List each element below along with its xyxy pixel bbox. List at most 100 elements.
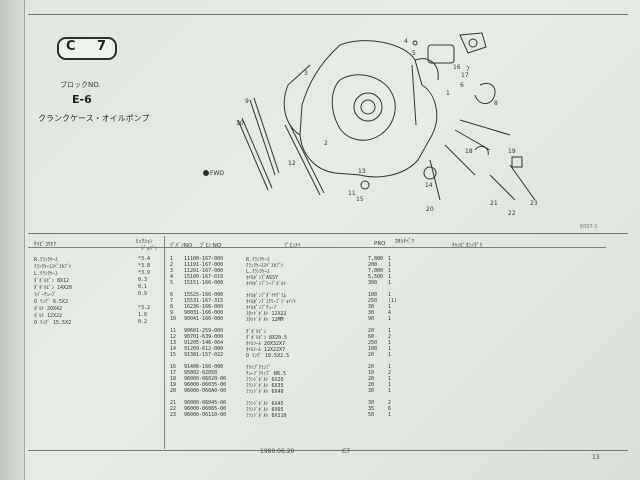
- left-row-name: ﾎﾞﾙﾄ 12X22: [34, 313, 63, 319]
- footer-code: C7: [342, 448, 351, 455]
- diagram-callout-4: 4: [404, 38, 408, 45]
- footer-date: 1980.06.20: [260, 448, 295, 455]
- section-badge-number: 7: [97, 39, 107, 54]
- parts-list-table: ﾂﾞﾊﾞﾝNO ﾌﾞﾋﾝ NO ﾌﾞﾋﾝﾒｲ PRO ｶﾀｼｷﾍﾞﾂ ﾁｬﾝﾋﾟ…: [166, 236, 606, 449]
- block-code: E-6: [72, 93, 92, 106]
- parts-row-number: 96000-060A0-00: [184, 388, 227, 394]
- top-rule: [28, 14, 628, 15]
- parts-row-qty: 1: [388, 274, 392, 280]
- parts-row-number: 91301-157-022: [184, 352, 224, 358]
- parts-row-desc: ｽﾀｯﾄﾞﾎﾞﾙﾄ 12MM: [246, 317, 284, 323]
- parts-row-desc: L.ｸﾗﾝｸｹｰｽ: [246, 269, 270, 275]
- parts-row-number: 90601-259-000: [184, 328, 224, 334]
- left-row-ref: *3.8: [138, 263, 151, 269]
- parts-row-desc: ﾌﾗﾝｼﾞﾎﾞﾙﾄ 6X20: [246, 377, 284, 383]
- parts-row-ref: 14: [170, 346, 177, 352]
- left-row-name: ﾀﾞﾎﾞﾙﾋﾟﾝ 8X12: [34, 278, 70, 284]
- parts-row-price: 7,000: [368, 268, 384, 274]
- left-row-ref: *3.4: [138, 256, 151, 262]
- parts-row-desc: O ﾘﾝｸﾞ 18.5X2.5: [246, 353, 290, 359]
- parts-row-qty: 1: [388, 340, 392, 346]
- bottom-rule: [28, 450, 628, 451]
- stud-bolt-3: [284, 124, 321, 196]
- parts-row-desc: ﾀﾞﾎﾞﾙﾋﾟﾝ 8X20.5: [246, 335, 288, 341]
- parts-row-price: 30: [368, 400, 375, 406]
- parts-row-number: 16236-166-000: [184, 304, 224, 310]
- parts-row-ref: 12: [170, 334, 177, 340]
- col-header-ref: ﾂﾞﾊﾞﾝNO: [170, 243, 193, 249]
- left-row-ref: 0.9: [138, 291, 148, 297]
- parts-row-ref: 13: [170, 340, 177, 346]
- stud-bolt-1: [249, 99, 276, 176]
- parts-row-qty: 2: [388, 370, 392, 376]
- exploded-parts-diagram: 4 5 7 16 17 8 6 1 9 10 2 3 11 12 13 14 1…: [236, 32, 538, 217]
- left-row-ref: 0.1: [138, 284, 148, 290]
- parts-row-desc: ｸﾘｯﾌﾟｸﾗﾝﾌﾟ: [246, 365, 272, 371]
- section-badge-letter: C: [66, 39, 76, 54]
- parts-row-ref: 18: [170, 376, 177, 382]
- fwd-arrow-icon: [203, 170, 209, 176]
- parts-row-desc: ｵｲﾙﾎﾟﾝﾌﾟｽｸﾘｰﾌﾞｼﾞｮｲﾝﾄ: [246, 299, 297, 305]
- left-row-ref: *3.2: [138, 305, 151, 311]
- left-header-ref2: ｼﾞｮﾊﾞﾝ: [141, 246, 158, 252]
- parts-row-qty: 1: [388, 412, 392, 418]
- parts-row-price: 20: [368, 364, 375, 370]
- parts-row-desc: ｽﾀｯﾄﾞﾎﾞﾙﾄ 12X22: [246, 311, 287, 317]
- parts-row-desc: ﾁｭｰﾌﾞｸﾘｯﾌﾟ B6.5: [246, 371, 287, 377]
- diagram-callout-19: 19: [508, 148, 516, 155]
- parts-row-number: 90031-166-000: [184, 310, 224, 316]
- left-header-ref1: ﾋｯｸｼｮﾝ: [136, 239, 153, 245]
- parts-row-price: 20: [368, 376, 375, 382]
- parts-row-number: 96000-06020-00: [184, 376, 227, 382]
- left-header-name: ｻｲﾋﾞｺｳﾓｸ: [34, 242, 57, 248]
- parts-row-qty: 2: [388, 400, 392, 406]
- parts-row-price: 90: [368, 316, 375, 322]
- left-row-name: ｸﾗﾝｸｹｰｽｽﾍﾟｽｶﾌﾟﾄ: [34, 264, 72, 270]
- diagram-callout-3: 3: [304, 70, 308, 77]
- parts-row-ref: 22: [170, 406, 177, 412]
- parts-row-number: 91406-166-000: [184, 364, 224, 370]
- parts-row-qty: 1: [388, 262, 392, 268]
- parts-row-ref: 17: [170, 370, 177, 376]
- block-no-label: ブロックNO.: [60, 81, 101, 89]
- parts-row-number: 15151-166-000: [184, 280, 224, 286]
- diagram-callout-7: 7: [466, 66, 470, 73]
- parts-row-ref: 2: [170, 262, 174, 268]
- parts-row-desc: ｵｲﾙｼｰﾙ 12X22X7: [246, 347, 286, 353]
- parts-row-qty: 1: [388, 346, 392, 352]
- parts-row-number: 90701-639-000: [184, 334, 224, 340]
- parts-row-price: 300: [368, 280, 378, 286]
- parts-row-desc: ｸﾗﾝｸｹｰｽｽﾍﾟｽｶﾌﾟﾄ: [246, 263, 284, 269]
- parts-row-price: 100: [368, 346, 378, 352]
- parts-row-desc: ﾌﾗﾝｼﾞﾎﾞﾙﾄ 6X65: [246, 407, 284, 413]
- diagram-callout-1: 1: [446, 90, 450, 97]
- parts-row-price: 35: [368, 406, 375, 412]
- diagram-callout-11: 11: [348, 190, 356, 197]
- diagram-callout-14: 14: [425, 182, 433, 189]
- section-badge: C 7: [57, 37, 117, 60]
- parts-row-price: 250: [368, 298, 378, 304]
- parts-row-desc: ﾌﾗﾝｼﾞﾎﾞﾙﾄ 6X40: [246, 389, 284, 395]
- parts-row-desc: ﾌﾗﾝｼﾞﾎﾞﾙﾄ 6X35: [246, 383, 284, 389]
- parts-row-number: 15100-167-010: [184, 274, 224, 280]
- diagram-callout-17: 17: [461, 72, 469, 79]
- parts-row-desc: ﾌﾗﾝｼﾞﾎﾞﾙﾄ 6X110: [246, 413, 287, 419]
- parts-row-price: 10: [368, 370, 375, 376]
- left-row-name: ﾗﾊﾞｰﾁｭｰﾌﾞ: [34, 292, 57, 298]
- parts-row-price: 30: [368, 310, 375, 316]
- parts-row-number: 15531-167-315: [184, 298, 224, 304]
- diagram-callout-15: 15: [356, 196, 364, 203]
- parts-row-price: 30: [368, 388, 375, 394]
- parts-row-price: 20: [368, 352, 375, 358]
- left-row-name: R.ｸﾗﾝｸｹｰｽ: [34, 257, 58, 263]
- diagram-callout-2: 2: [324, 140, 328, 147]
- left-row-name: O ﾘﾝｸﾞ 6.5X2: [34, 299, 69, 305]
- parts-row-qty: 1: [388, 364, 392, 370]
- crankcase-outline: [299, 40, 438, 178]
- parts-row-qty: 1: [388, 316, 392, 322]
- parts-row-number: 11100-167-000: [184, 256, 224, 262]
- parts-row-number: 96000-06065-00: [184, 406, 227, 412]
- block-name: クランクケース・オイルポンプ: [38, 114, 150, 123]
- parts-row-ref: 21: [170, 400, 177, 406]
